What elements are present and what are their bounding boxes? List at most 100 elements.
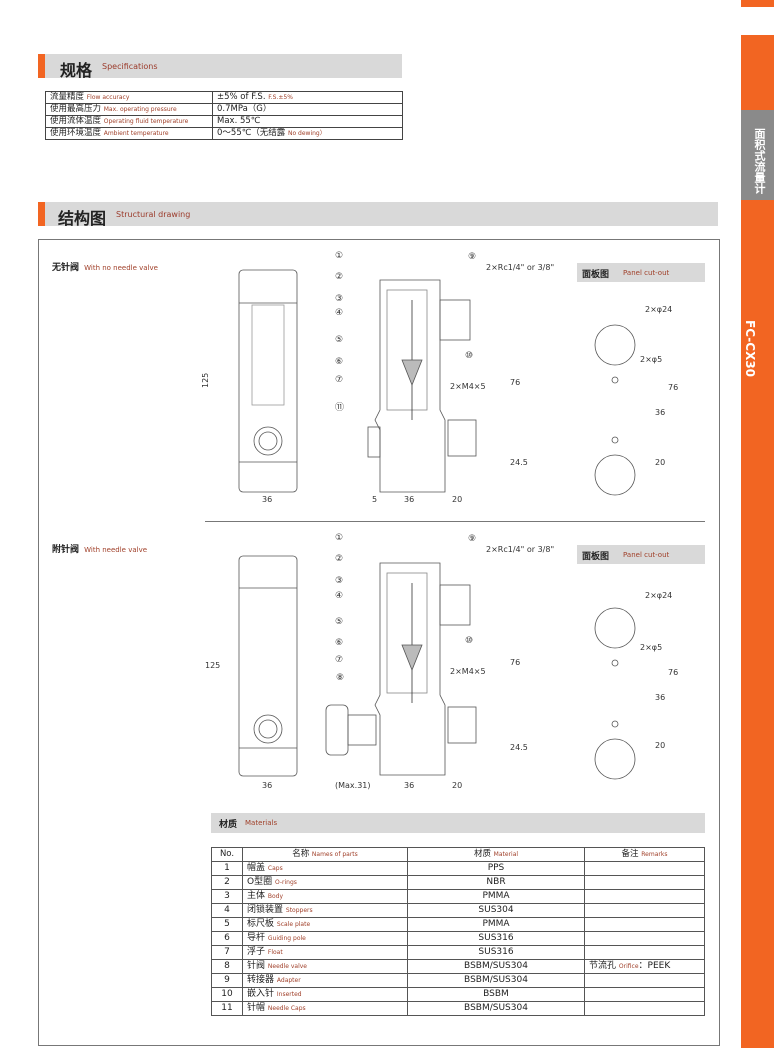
- dim-side20-1: 20: [452, 495, 462, 504]
- specs-heading-cn: 规格: [60, 61, 93, 80]
- panel-heading-cn: 面板图: [582, 552, 610, 562]
- material-value: SUS316: [407, 931, 585, 946]
- material-remarks: [584, 861, 705, 876]
- dim-port-1: 2×Rc1/4" or 3/8": [486, 263, 554, 272]
- spec-label-en: Max. operating pressure: [103, 106, 177, 113]
- material-no: 4: [211, 903, 243, 918]
- panel-header-1: 面板图 Panel cut-out: [577, 263, 705, 282]
- spec-label: 使用环境温度 Ambient temperature: [45, 127, 213, 140]
- drawing-frame: [38, 239, 720, 1046]
- specs-section-header: 规格 Specifications: [38, 54, 402, 80]
- no-needle-label-en: With no needle valve: [84, 264, 158, 272]
- material-part-en: Body: [267, 893, 284, 900]
- material-no: 8: [211, 959, 243, 974]
- col-name-en: Names of parts: [311, 851, 358, 858]
- material-no: 10: [211, 987, 243, 1002]
- dim-p20-2: 20: [655, 741, 665, 750]
- dim-width-2: 36: [262, 781, 272, 790]
- material-remarks: 节流孔 Orifice：PEEK: [584, 959, 705, 974]
- side-tab-category: 面积式流量计: [741, 110, 774, 200]
- callout-label: ②: [335, 272, 343, 282]
- structure-heading-cn: 结构图: [58, 209, 107, 228]
- material-part-cn: 针帽: [247, 1003, 266, 1013]
- callout-label: ⑥: [335, 638, 343, 648]
- material-value: BSBM/SUS304: [407, 959, 585, 974]
- material-no: 2: [211, 875, 243, 890]
- callout-label: ⑤: [335, 617, 343, 627]
- spec-label-cn: 流量精度: [50, 92, 85, 102]
- material-part: 浮子 Float: [242, 945, 408, 960]
- material-part: 转接器 Adapter: [242, 973, 408, 988]
- spec-value-text: 0.7MPa（G）: [217, 104, 272, 114]
- callout-label: ⑨: [468, 534, 476, 544]
- material-part-en: Guiding pole: [267, 935, 306, 942]
- dim-p36-1: 36: [655, 408, 665, 417]
- dim-max31: (Max.31): [335, 781, 371, 790]
- material-no: 3: [211, 889, 243, 904]
- specs-table: 流量精度 Flow accuracy±5% of F.S. F.S.±5%使用最…: [45, 91, 403, 140]
- material-part-en: Scale plate: [276, 921, 311, 928]
- material-no: 7: [211, 945, 243, 960]
- spec-value-text: 0～55℃（无结露: [217, 128, 286, 138]
- material-part: 标尺板 Scale plate: [242, 917, 408, 932]
- with-needle-label-cn: 附针阀: [52, 545, 80, 555]
- material-part-cn: 帽盖: [247, 863, 266, 873]
- material-part-cn: O型圈: [247, 877, 273, 887]
- dim-245-2: 24.5: [510, 743, 528, 752]
- material-part: 导杆 Guiding pole: [242, 931, 408, 946]
- spec-label-cn: 使用环境温度: [50, 128, 102, 138]
- col-name-cn: 名称: [292, 849, 310, 859]
- material-no: 6: [211, 931, 243, 946]
- material-part-en: Stoppers: [285, 907, 313, 914]
- dim-hole24-2: 2×φ24: [645, 591, 672, 600]
- dim-height-2: 125: [205, 661, 220, 670]
- material-part: 帽盖 Caps: [242, 861, 408, 876]
- spec-value-note: No dewing）: [287, 130, 326, 137]
- material-value: BSBM: [407, 987, 585, 1002]
- material-no: 5: [211, 917, 243, 932]
- dim-width-1: 36: [262, 495, 272, 504]
- materials-heading-en: Materials: [245, 819, 278, 827]
- materials-section-header: 材质 Materials: [211, 813, 705, 833]
- material-part-cn: 嵌入针: [247, 989, 275, 999]
- side-tab: [741, 35, 774, 1048]
- material-value: SUS316: [407, 945, 585, 960]
- dim-76-2: 76: [510, 658, 520, 667]
- spec-label-en: Ambient temperature: [103, 130, 169, 137]
- panel-heading-en: Panel cut-out: [623, 551, 670, 559]
- material-part-en: Adapter: [276, 977, 301, 984]
- callout-label: ⑧: [336, 673, 344, 683]
- material-part-cn: 主体: [247, 891, 266, 901]
- material-remarks: [584, 931, 705, 946]
- material-remarks: [584, 945, 705, 960]
- material-value: PPS: [407, 861, 585, 876]
- front-view-body: [238, 269, 298, 493]
- callout-label: ④: [335, 591, 343, 601]
- material-value: PMMA: [407, 889, 585, 904]
- material-row: 3 主体 Body PMMA: [211, 889, 705, 904]
- drawing-divider: [205, 521, 705, 522]
- dim-245-1: 24.5: [510, 458, 528, 467]
- structure-heading-en: Structural drawing: [116, 210, 191, 219]
- section-accent-bar: [38, 202, 45, 226]
- material-remarks-value: ：PEEK: [638, 961, 671, 971]
- col-material: 材质 Material: [407, 847, 585, 862]
- material-remarks-en: Orifice: [618, 963, 639, 970]
- dim-mount-1: 2×M4×5: [450, 382, 486, 391]
- with-needle-label: 附针阀 With needle valve: [52, 537, 147, 556]
- callout-label: ⑩: [465, 636, 473, 646]
- spec-value-text: Max. 55℃: [217, 116, 261, 126]
- col-material-en: Material: [493, 851, 519, 858]
- callout-label: ①: [335, 533, 343, 543]
- material-value: BSBM/SUS304: [407, 1001, 585, 1016]
- dim-hole24-1: 2×φ24: [645, 305, 672, 314]
- spec-label-en: Operating fluid temperature: [103, 118, 189, 125]
- spec-label-en: Flow accuracy: [86, 94, 130, 101]
- material-part-cn: 针阀: [247, 961, 266, 971]
